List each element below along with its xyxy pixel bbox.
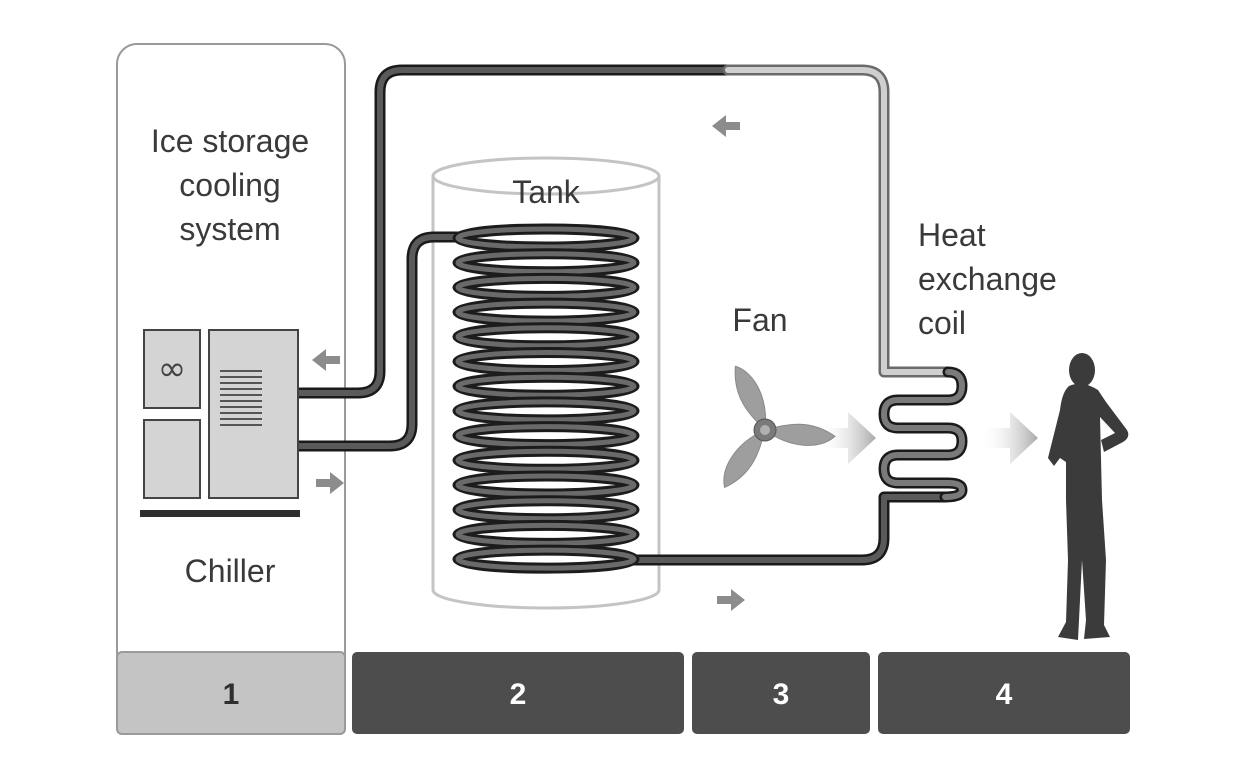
chiller-vent-lines: [220, 370, 262, 426]
stage-4-block: [878, 652, 1130, 734]
chiller-label: Chiller: [185, 553, 276, 589]
chiller-unit: ∞: [140, 329, 300, 517]
tank-coil-ring-highlight: [455, 226, 637, 250]
tank-coil-ring-highlight: [455, 300, 637, 324]
tank-coil-ring-highlight: [455, 522, 637, 546]
flow-arrows: [312, 115, 745, 611]
stage-1-number: 1: [223, 678, 240, 711]
tank-label: Tank: [512, 174, 581, 210]
tank-coil-ring-highlight: [455, 547, 637, 571]
tank-coil: [452, 223, 640, 574]
arrow-bottom-flow-icon: [717, 589, 745, 611]
system-title: Ice storage cooling system: [151, 123, 309, 247]
fan-label: Fan: [732, 302, 787, 338]
airflow-arrow-fan-icon: [818, 412, 876, 464]
tank-coil-ring-highlight: [455, 275, 637, 299]
person-silhouette-icon: [1048, 353, 1129, 640]
coil-label-line-2: exchange: [918, 261, 1057, 297]
heat-exchange-coil-label: Heat exchange coil: [918, 217, 1057, 341]
system-title-line-2: cooling: [179, 167, 280, 203]
chiller-panel-symbol: ∞: [158, 349, 186, 389]
tank-coil-ring-highlight: [455, 325, 637, 349]
arrow-top-return-icon: [712, 115, 740, 137]
tank-coil-ring-highlight: [455, 251, 637, 275]
stage-4-number: 4: [996, 678, 1013, 711]
stage-3-block: [692, 652, 870, 734]
system-title-line-3: system: [179, 211, 280, 247]
tank-coil-ring-highlight: [455, 473, 637, 497]
coil-label-line-1: Heat: [918, 217, 986, 253]
heat-exchange-coil: [878, 366, 968, 503]
pipes: [292, 64, 954, 566]
stage-bar: 1 2 3 4: [116, 651, 1130, 735]
tank-coil-ring-highlight: [455, 448, 637, 472]
stage-2-number: 2: [510, 678, 527, 711]
tank-coil-ring-highlight: [455, 350, 637, 373]
tank-coil-ring-highlight: [455, 399, 637, 423]
tank-coil-ring-highlight: [455, 374, 637, 398]
arrow-from-chiller-icon: [316, 472, 344, 494]
arrow-to-chiller-icon: [312, 349, 340, 371]
chiller-base: [140, 510, 300, 517]
tank-outlet-pipe: [614, 491, 951, 566]
coil-label-line-3: coil: [918, 305, 966, 341]
system-title-line-1: Ice storage: [151, 123, 309, 159]
stage-2-block: [352, 652, 684, 734]
tank-coil-ring-highlight: [455, 498, 637, 522]
stage-1-block: [116, 651, 346, 735]
airflow-arrow-person-icon: [980, 412, 1038, 464]
stage-3-number: 3: [773, 678, 790, 711]
fan-icon: [723, 365, 836, 489]
tank-coil-ring-highlight: [455, 424, 637, 448]
